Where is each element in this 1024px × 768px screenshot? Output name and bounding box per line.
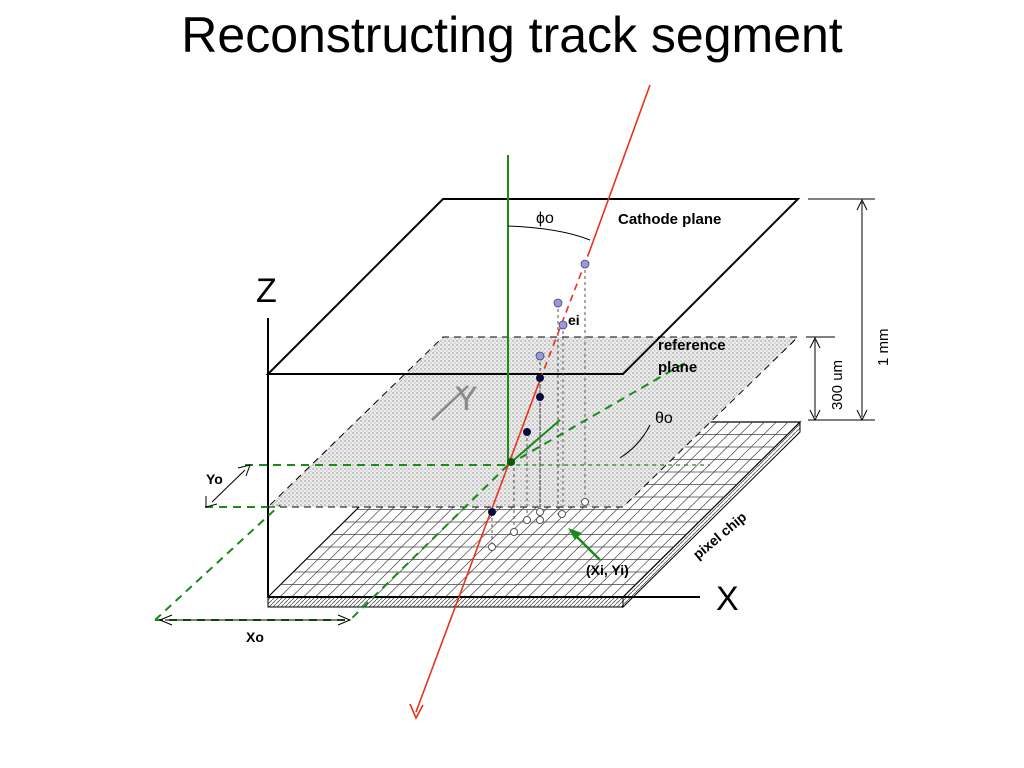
page-title: Reconstructing track segment	[181, 7, 843, 63]
gap-reference-label: 300 um	[829, 360, 846, 410]
reference-plane-label-line2: plane	[658, 359, 697, 376]
particle-track	[409, 84, 651, 720]
hit-coordinate-label: (Xi, Yi)	[586, 562, 629, 578]
cathode-plane	[265, 198, 801, 375]
track-reference-point	[507, 458, 515, 466]
pixel-chip-edge	[267, 420, 801, 609]
hit-pointer	[568, 528, 601, 561]
theta-angle-label: θo	[655, 410, 673, 427]
drift-projections	[491, 264, 586, 546]
electrons-drifting	[535, 259, 590, 361]
electron-label: ei	[568, 312, 580, 328]
dimension-markers	[806, 198, 875, 422]
x0-offset-label: Xo	[246, 629, 264, 645]
electrons-reference	[488, 374, 544, 516]
y0-offset-label: Yo	[206, 471, 223, 487]
axes	[267, 318, 700, 598]
phi-angle-label: ϕo	[536, 210, 554, 227]
theta-angle-arc	[619, 424, 651, 459]
z-axis-label: Z	[256, 272, 277, 310]
y-axis-label: Y	[455, 380, 478, 418]
gap-total-label: 1 mm	[875, 329, 892, 367]
x-axis-label: X	[716, 580, 739, 618]
cathode-plane-label: Cathode plane	[618, 211, 721, 228]
y-axis-line	[431, 385, 469, 421]
reference-plane-label-line1: reference	[658, 337, 726, 354]
phi-angle-arc	[507, 225, 591, 241]
track-arrow-icon	[409, 703, 424, 720]
offset-markers	[158, 464, 352, 626]
pixel-hits	[488, 498, 589, 551]
